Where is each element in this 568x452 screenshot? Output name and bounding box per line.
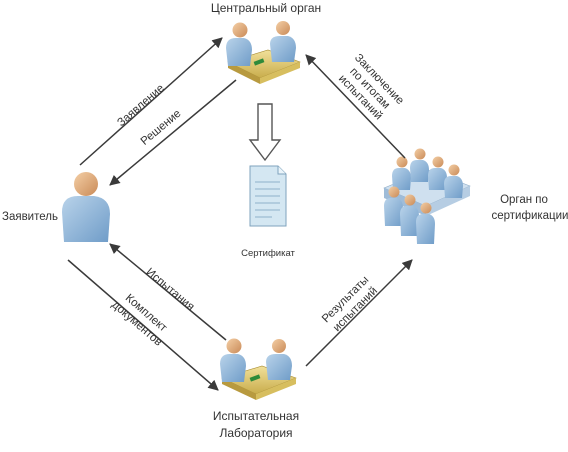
applicant-label: Заявитель xyxy=(2,211,58,223)
conclusion-label: Заключение по итогам испытаний xyxy=(336,52,406,122)
certificate-document-icon xyxy=(249,165,287,227)
laboratory-label-line2: Лаборатория xyxy=(219,426,292,440)
certificate-issue-arrow xyxy=(248,103,282,162)
arrow-decision xyxy=(109,79,237,186)
documents-label: Комплект документов xyxy=(109,292,169,349)
laboratory-label-line1: Испытательная xyxy=(213,409,299,423)
laboratory-icon xyxy=(220,338,297,400)
arrow-tests xyxy=(109,243,227,341)
applicant-icon xyxy=(62,172,110,242)
arrow-documents xyxy=(67,259,219,391)
arrow-conclusion xyxy=(305,54,406,159)
arrow-results xyxy=(305,259,413,367)
certificate-label: Сертификат xyxy=(241,248,295,259)
certification-body-icon xyxy=(383,148,471,244)
certification-body-label-line2: сертификации xyxy=(492,210,568,222)
tests-label: Испытания xyxy=(143,266,196,313)
certification-body-label-line1: Орган по xyxy=(500,194,548,206)
central-body-icon xyxy=(226,21,301,84)
arrow-application xyxy=(79,37,223,166)
central-body-label: Центральный орган xyxy=(211,1,321,15)
results-label: Результаты испытаний xyxy=(320,274,380,334)
